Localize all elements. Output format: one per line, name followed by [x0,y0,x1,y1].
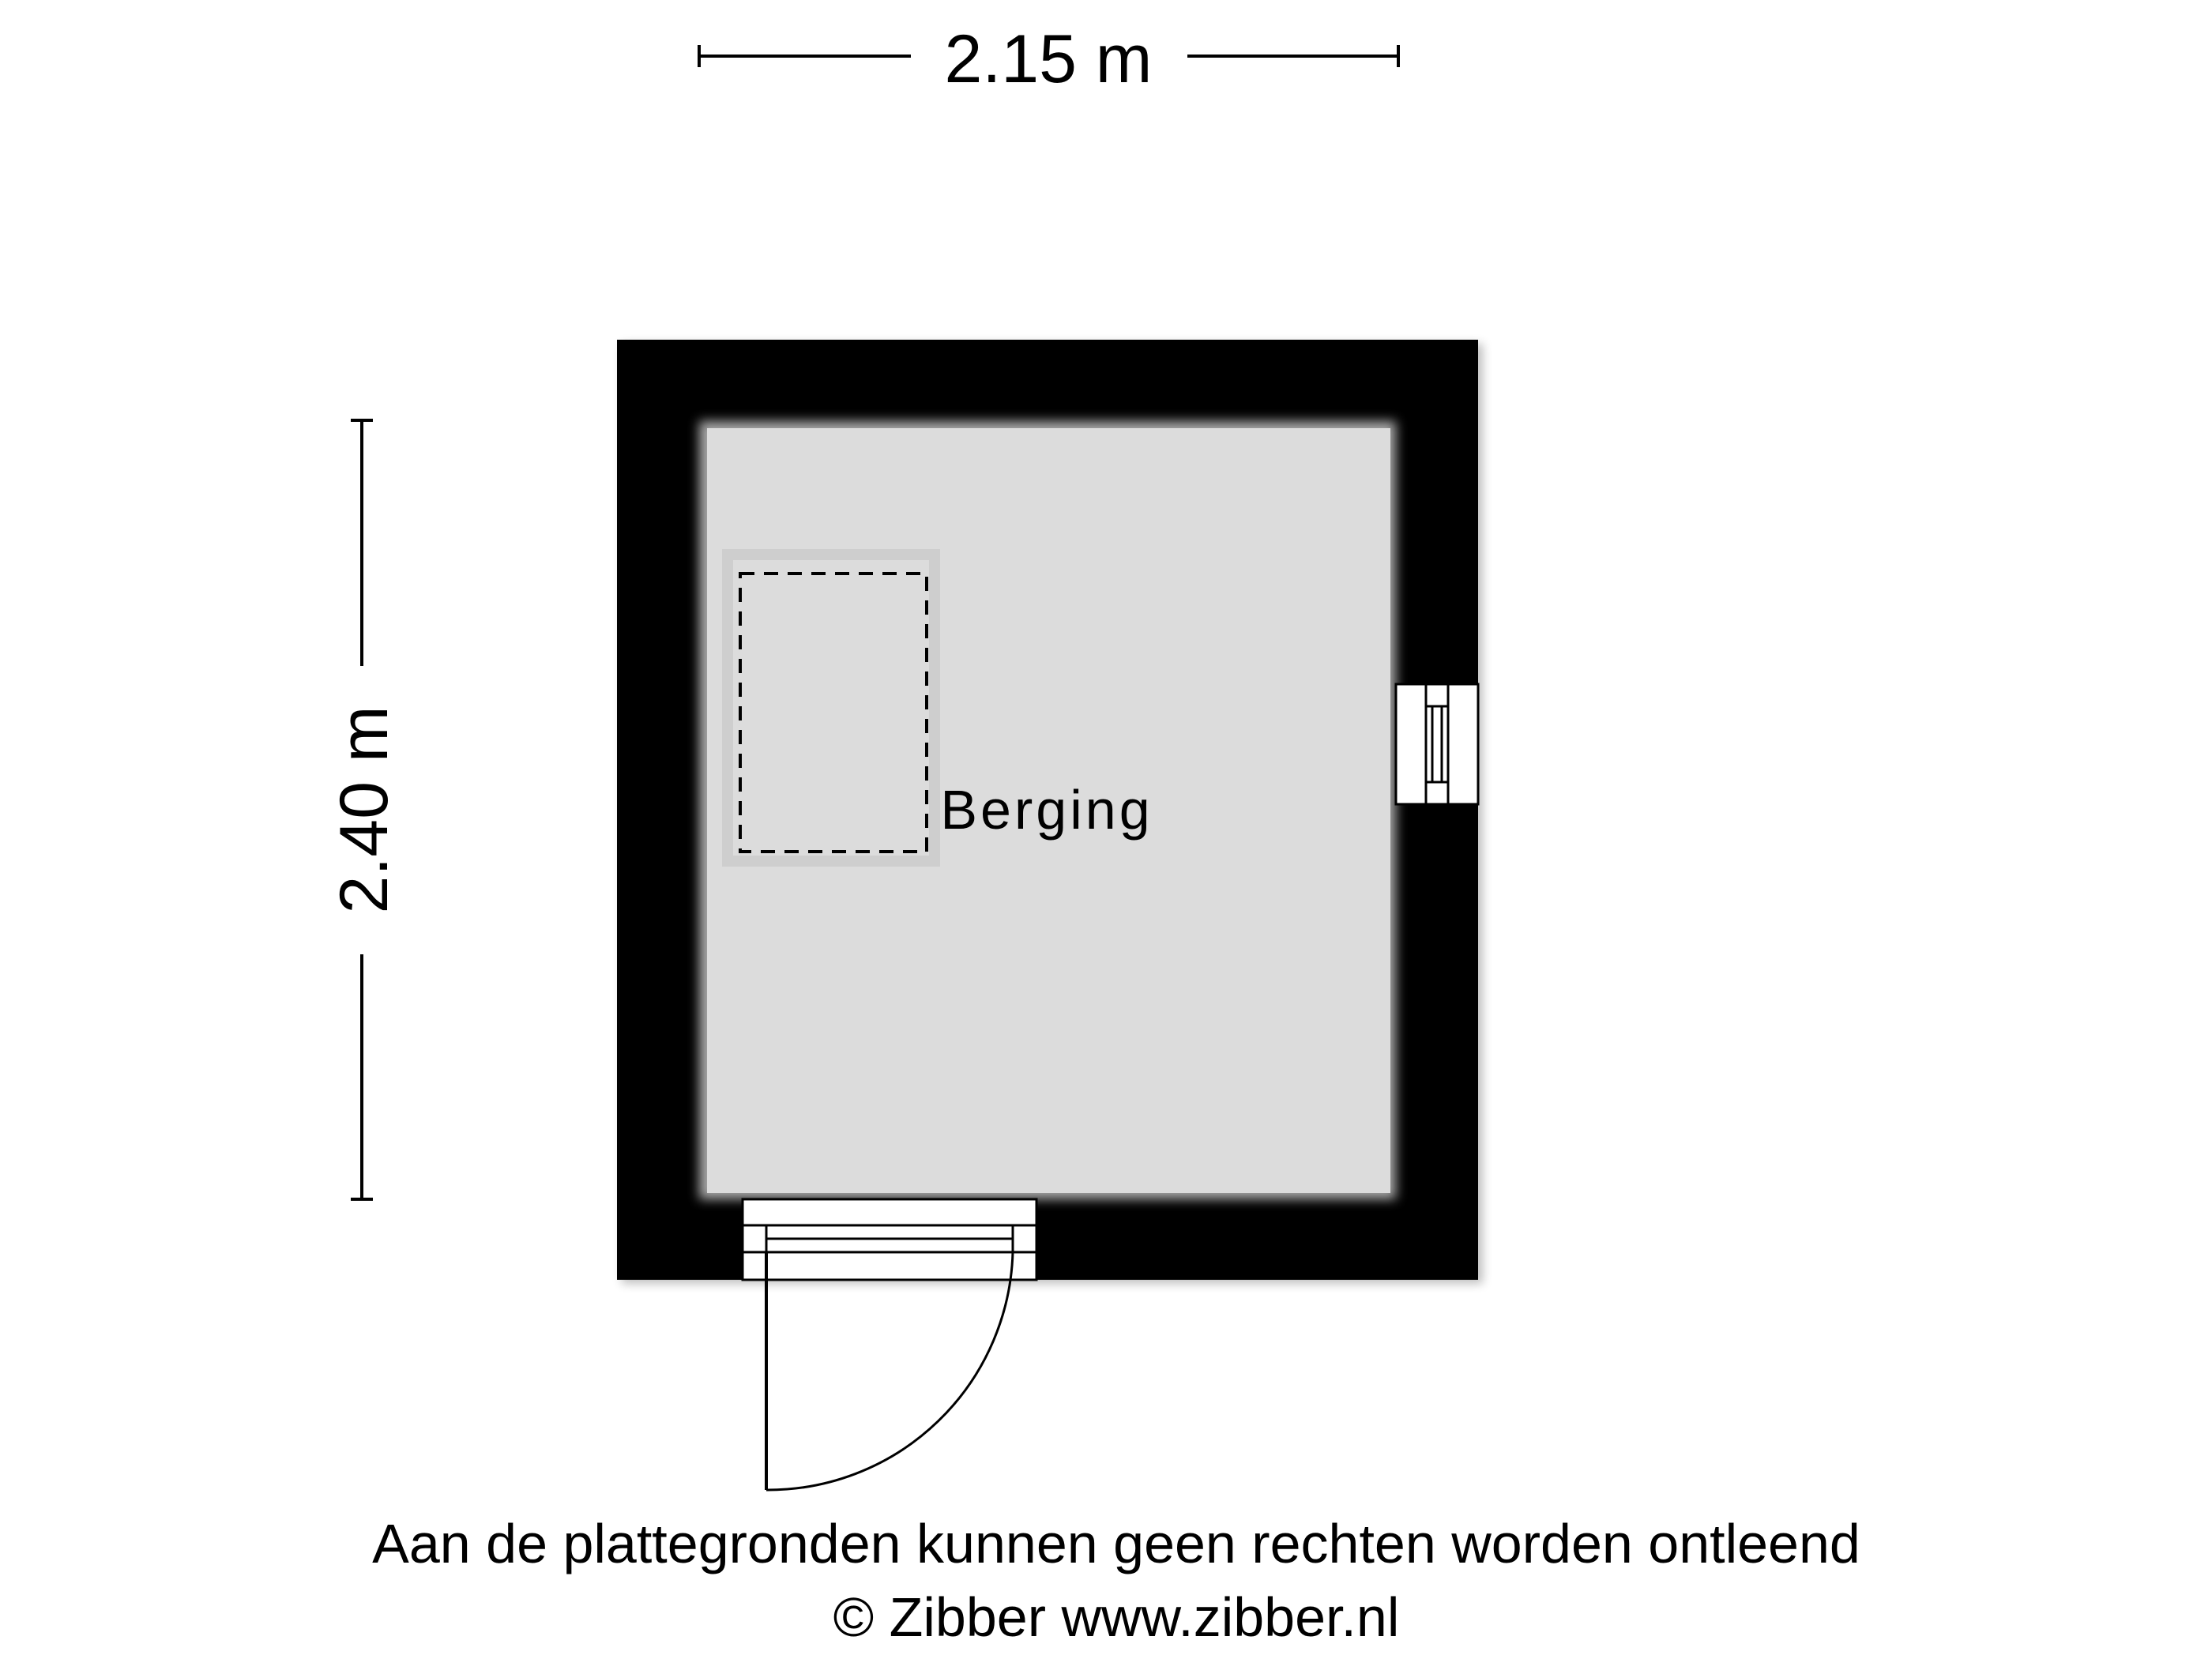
credit-text: © Zibber www.zibber.nl [833,1586,1400,1648]
window-right [1394,683,1480,806]
ceiling-hatch [722,549,940,867]
width-dimension: 2.15 m [698,21,1400,97]
depth-label: 2.40 m [326,706,402,914]
disclaimer-text: Aan de plattegronden kunnen geen rechten… [372,1513,1860,1574]
door-swing-arc [766,1251,1014,1492]
entrance-door [741,1198,1038,1492]
width-label: 2.15 m [945,21,1153,97]
depth-dimension: 2.40 m [326,419,402,1201]
room-label: Berging [940,779,1153,841]
